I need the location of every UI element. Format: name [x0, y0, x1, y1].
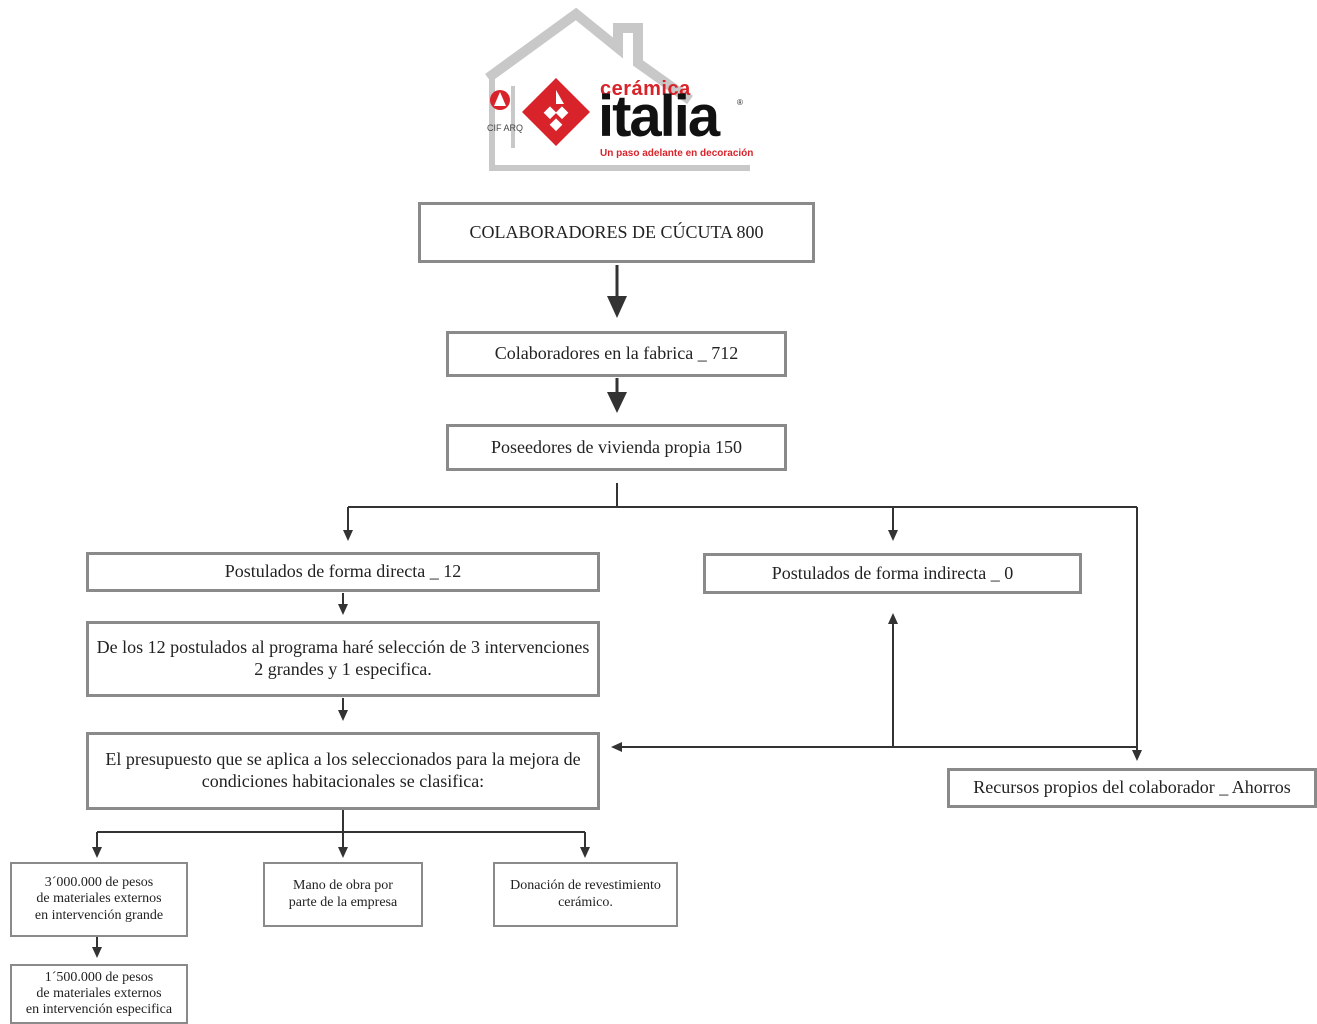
node-donacion: Donación de revestimiento cerámico.	[493, 862, 678, 927]
node-label: Postulados de forma indirecta _ 0	[771, 562, 1014, 583]
node-label-line2: 2 grandes y 1 especifica.	[254, 659, 432, 679]
node-label-line1: 3´000.000 de pesos	[44, 875, 154, 891]
node-label-line2: de materiales externos	[36, 985, 162, 1001]
node-label: COLABORADORES DE CÚCUTA 800	[469, 221, 764, 242]
node-label: Colaboradores en la fabrica _ 712	[494, 343, 739, 364]
ceramica-italia-logo	[478, 7, 758, 173]
node-label-line2: de materiales externos	[36, 891, 162, 907]
node-colaboradores-cucuta: COLABORADORES DE CÚCUTA 800	[418, 202, 815, 263]
node-label-line1: El presupuesto que se aplica a los selec…	[105, 749, 581, 770]
registered-mark: ®	[737, 98, 743, 107]
cifaro-mark: CIF ARQ	[487, 123, 524, 133]
node-mano-obra: Mano de obra por parte de la empresa	[263, 862, 423, 927]
node-postulados-directa: Postulados de forma directa _ 12	[86, 552, 600, 592]
node-label-line1: Donación de revestimiento	[510, 878, 661, 894]
node-label: Recursos propios del colaborador _ Ahorr…	[973, 777, 1291, 798]
node-postulados-indirecta: Postulados de forma indirecta _ 0	[703, 553, 1082, 594]
brand-tagline: Un paso adelante en decoración	[600, 148, 754, 159]
node-poseedores-vivienda: Poseedores de vivienda propia 150	[446, 424, 787, 471]
node-label: Postulados de forma directa _ 12	[224, 561, 462, 582]
brand-name: italia	[598, 84, 720, 149]
node-materiales-especifica: 1´500.000 de pesos de materiales externo…	[10, 964, 188, 1024]
brand-prefix: cerámica	[600, 78, 691, 100]
node-label-line1: Mano de obra por	[293, 878, 393, 894]
node-seleccion: De los 12 postulados al programa haré se…	[86, 621, 600, 697]
node-label-line1: De los 12 postulados al programa haré se…	[96, 637, 590, 658]
node-label-line3: en intervención grande	[34, 907, 164, 923]
node-label-line2: cerámico.	[558, 894, 613, 910]
node-label-line2: parte de la empresa	[288, 894, 398, 910]
node-materiales-grande: 3´000.000 de pesos de materiales externo…	[10, 862, 188, 937]
node-label-line3: en intervención especifica	[25, 1002, 173, 1018]
node-colaboradores-fabrica: Colaboradores en la fabrica _ 712	[446, 331, 787, 377]
node-recursos-propios: Recursos propios del colaborador _ Ahorr…	[947, 768, 1317, 808]
node-label: Poseedores de vivienda propia 150	[491, 436, 742, 457]
node-label-line2: condiciones habitacionales se clasifica:	[201, 771, 485, 791]
node-presupuesto: El presupuesto que se aplica a los selec…	[86, 732, 600, 810]
node-label-line1: 1´500.000 de pesos	[44, 969, 154, 985]
house-outline-icon	[485, 7, 750, 171]
